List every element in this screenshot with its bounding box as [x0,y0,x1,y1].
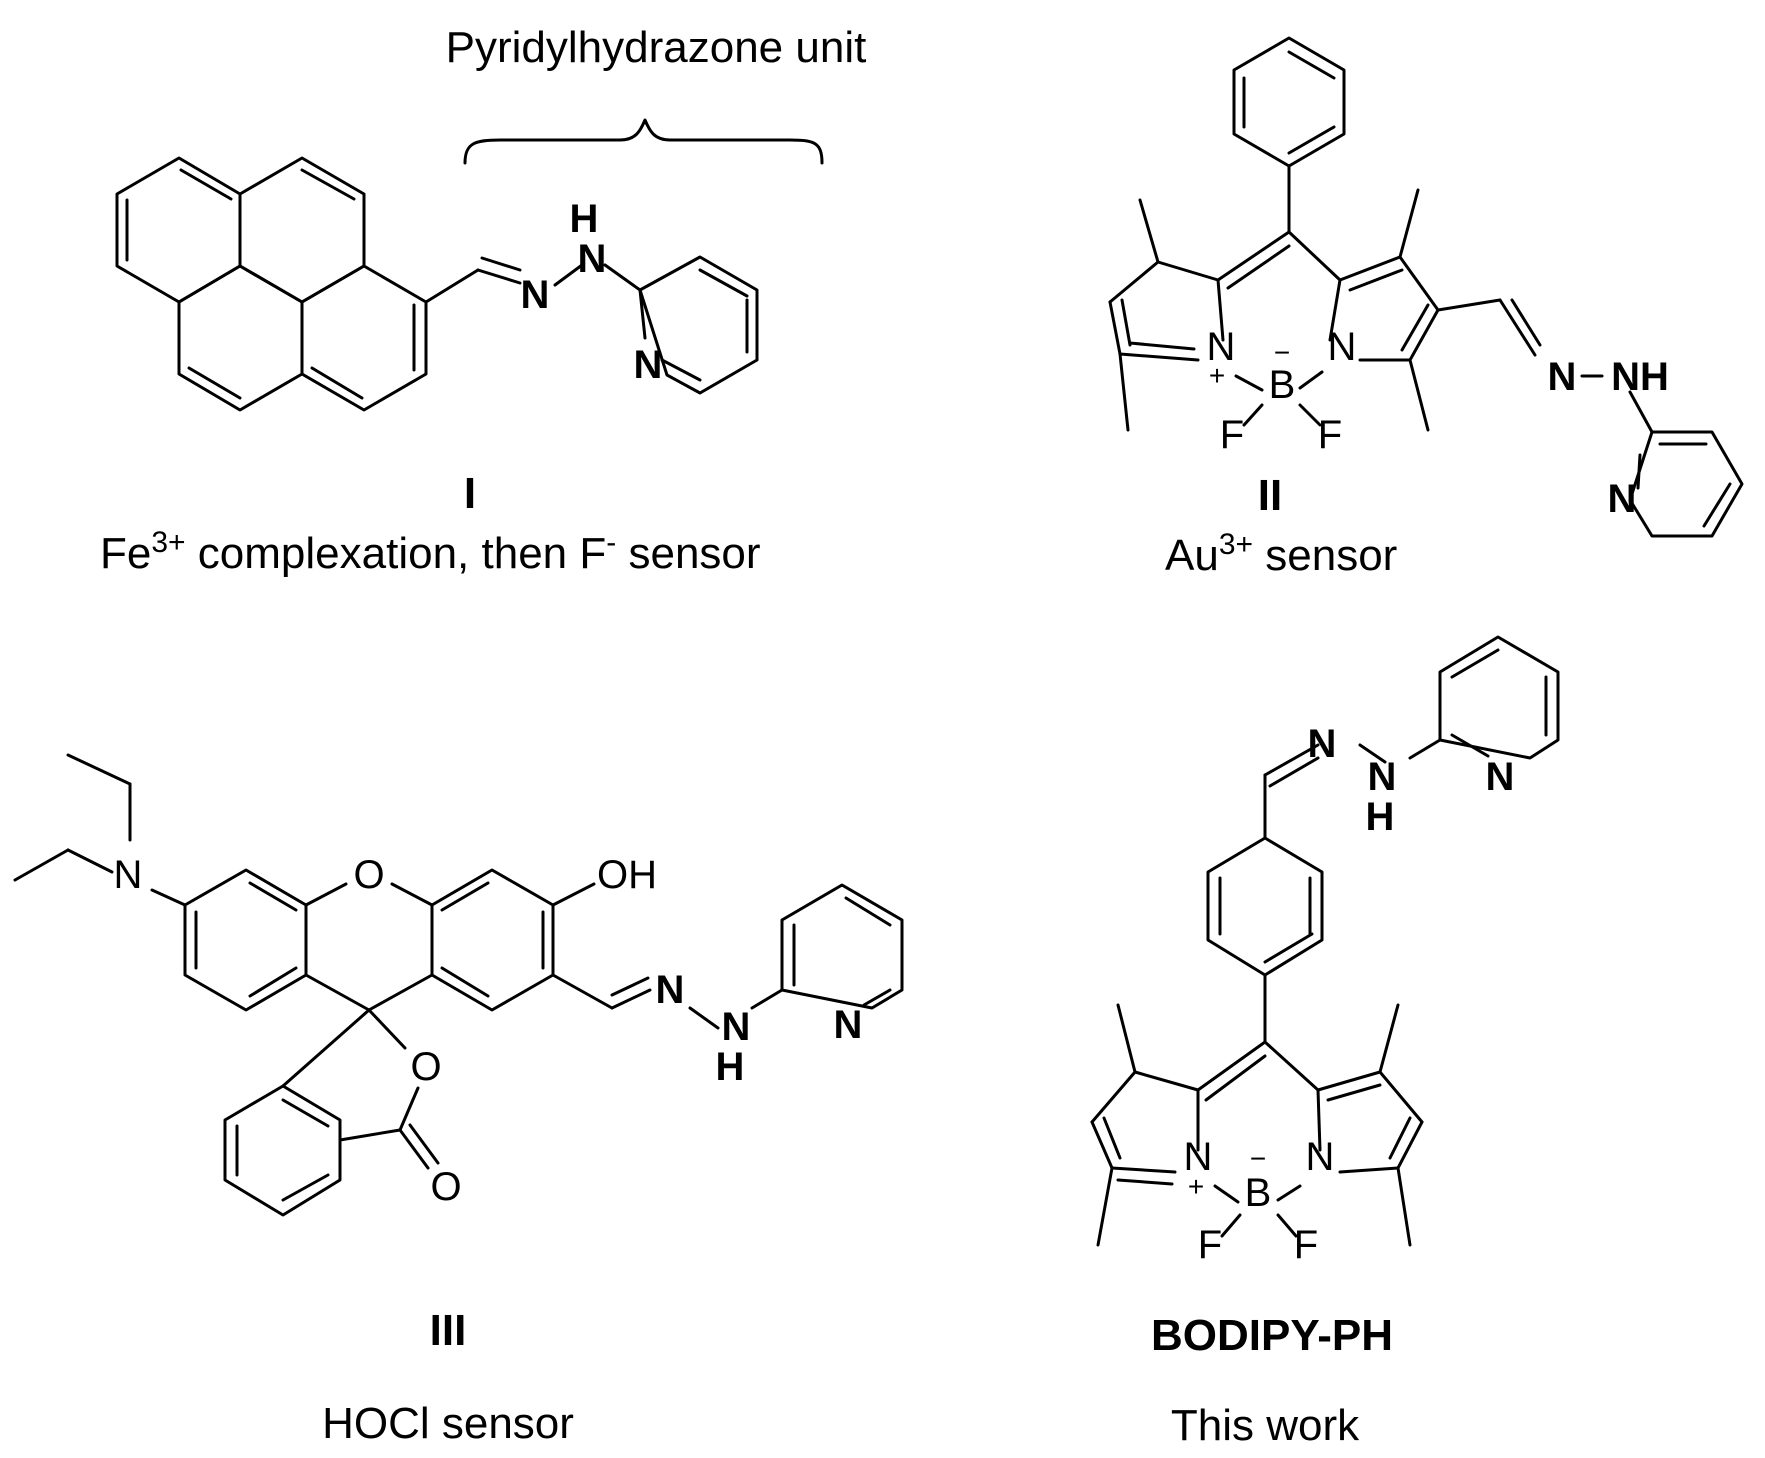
caption-I-part1: Fe [100,529,151,578]
bodipy-ph-N-right: N [1306,1135,1335,1179]
caption-II-sup: 3+ [1219,528,1253,561]
bodipy-ph-imine-N: N [1308,722,1337,766]
compound-II-F-left: F [1220,413,1244,457]
compound-II-plus: + [1209,360,1225,391]
compound-II-label: II [1258,471,1282,520]
bodipy-ph-B: B [1245,1171,1272,1215]
compound-II-pyridine-N: N [1608,477,1637,521]
brace-icon [463,118,824,165]
compound-I-imine-N: N [521,273,550,317]
compound-III-label: III [430,1306,467,1355]
bodipy-ph-NH-N: N [1368,755,1397,799]
compound-III-H: H [716,1045,745,1089]
caption-I-sup1: 3+ [151,526,185,559]
compound-II-B: B [1269,363,1296,407]
compound-bodipy-ph-label: BODIPY-PH [1151,1311,1393,1360]
pyridylhydrazone-brace: Pyridylhydrazone unit [446,23,867,165]
compound-I-label: I [464,469,476,518]
caption-II-part1: Au [1165,531,1219,580]
compound-II-N-right: N [1328,325,1357,369]
compound-III-pyridine-N: N [834,1003,863,1047]
compound-I-structure: H N N N [115,156,759,412]
compound-II-structure: N + − B N F F N NH N [1108,36,1744,538]
compound-II-F-right: F [1318,413,1342,457]
compound-II-NH: NH [1611,355,1669,399]
bodipy-ph-minus: − [1250,1143,1266,1174]
compound-III-OH: OH [597,853,657,897]
bodipy-ph-pyridine-N: N [1486,755,1515,799]
compound-III-O-lactone: O [410,1045,441,1089]
compound-II-imine-N: N [1548,355,1577,399]
bodipy-ph-plus: + [1188,1171,1204,1202]
compound-III-O-xanthene: O [353,853,384,897]
bodipy-ph-H: H [1366,795,1395,839]
compound-III-structure: N O OH O O N N H N [13,753,904,1217]
caption-II-part2: sensor [1253,531,1397,580]
bodipy-ph-F-right: F [1294,1223,1318,1267]
compound-I-caption: Fe3+ complexation, then F- sensor [100,526,761,578]
compound-I-NH-N: N [578,237,607,281]
brace-label: Pyridylhydrazone unit [446,23,867,72]
caption-I-part3: sensor [616,529,760,578]
compound-I-H-label: H [570,197,599,241]
compound-III-N-diethyl: N [114,853,143,897]
compound-III-NH-N: N [722,1005,751,1049]
compound-I-pyridine-N: N [634,343,663,387]
compound-III-imine-N: N [656,968,685,1012]
compound-II-caption: Au3+ sensor [1165,528,1397,580]
compound-bodipy-ph-caption: This work [1171,1401,1360,1450]
caption-I-sup2: - [606,526,616,559]
bodipy-ph-F-left: F [1198,1223,1222,1267]
compound-III-O-carbonyl: O [430,1165,461,1209]
compound-III-caption: HOCl sensor [322,1399,574,1448]
compound-II-N-left: N [1207,325,1236,369]
caption-I-part2: complexation, then F [186,529,607,578]
compound-II-minus: − [1274,337,1290,368]
compound-bodipy-ph-structure: N N H N N + − B N F F [1090,635,1560,1267]
bodipy-ph-N-left: N [1184,1135,1213,1179]
